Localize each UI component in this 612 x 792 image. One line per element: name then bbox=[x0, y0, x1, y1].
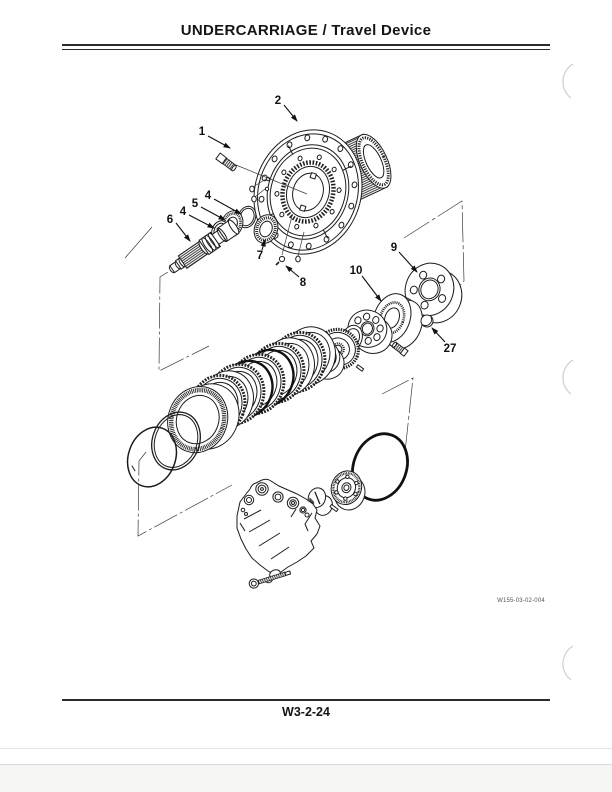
snap-ring-part bbox=[126, 426, 178, 488]
housing-flange-part bbox=[253, 129, 363, 255]
callout-27: 27 bbox=[444, 343, 457, 355]
callout-arrows bbox=[175, 104, 446, 343]
small-plug-parts bbox=[249, 178, 267, 203]
page-number: W3-2-24 bbox=[282, 705, 330, 719]
retaining-ring-part bbox=[151, 411, 201, 471]
callout-4a: 4 bbox=[205, 190, 212, 202]
splined-shaft-part bbox=[168, 219, 240, 274]
callout-7: 7 bbox=[257, 250, 263, 262]
scan-binding-marks bbox=[562, 63, 574, 681]
o-ring-part bbox=[351, 432, 409, 502]
footer-rule bbox=[62, 699, 550, 701]
pin-part bbox=[275, 215, 305, 266]
motor-bearing-plate-part bbox=[330, 470, 366, 511]
coupling-flange-part bbox=[404, 262, 463, 324]
plug-bolt-part bbox=[215, 152, 237, 172]
oil-seal-part bbox=[253, 214, 279, 244]
housing-plug-hole bbox=[264, 186, 270, 192]
callout-8: 8 bbox=[300, 277, 307, 289]
scan-edge-line bbox=[0, 764, 612, 765]
figure-code: W155-03-02-004 bbox=[497, 598, 545, 604]
scan-edge-band bbox=[0, 765, 612, 792]
callout-4b: 4 bbox=[180, 206, 187, 218]
scan-edge-line bbox=[0, 748, 612, 749]
callout-1: 1 bbox=[199, 126, 206, 138]
stud-part bbox=[391, 341, 409, 357]
travel-motor-body bbox=[236, 478, 321, 584]
assembly-axis-line bbox=[235, 164, 308, 195]
motor-bolt-part bbox=[248, 570, 292, 589]
steel-ball-part bbox=[420, 314, 434, 328]
page-title: UNDERCARRIAGE / Travel Device bbox=[180, 22, 432, 39]
dowel-pin-part bbox=[355, 364, 365, 372]
callout-10: 10 bbox=[350, 265, 363, 277]
callout-2: 2 bbox=[275, 95, 281, 107]
callout-6: 6 bbox=[167, 214, 173, 226]
header-rule bbox=[62, 44, 550, 50]
callout-5: 5 bbox=[192, 198, 199, 210]
callout-9: 9 bbox=[391, 242, 397, 254]
small-stud-part bbox=[329, 503, 339, 513]
clutch-drum-part bbox=[167, 383, 240, 454]
